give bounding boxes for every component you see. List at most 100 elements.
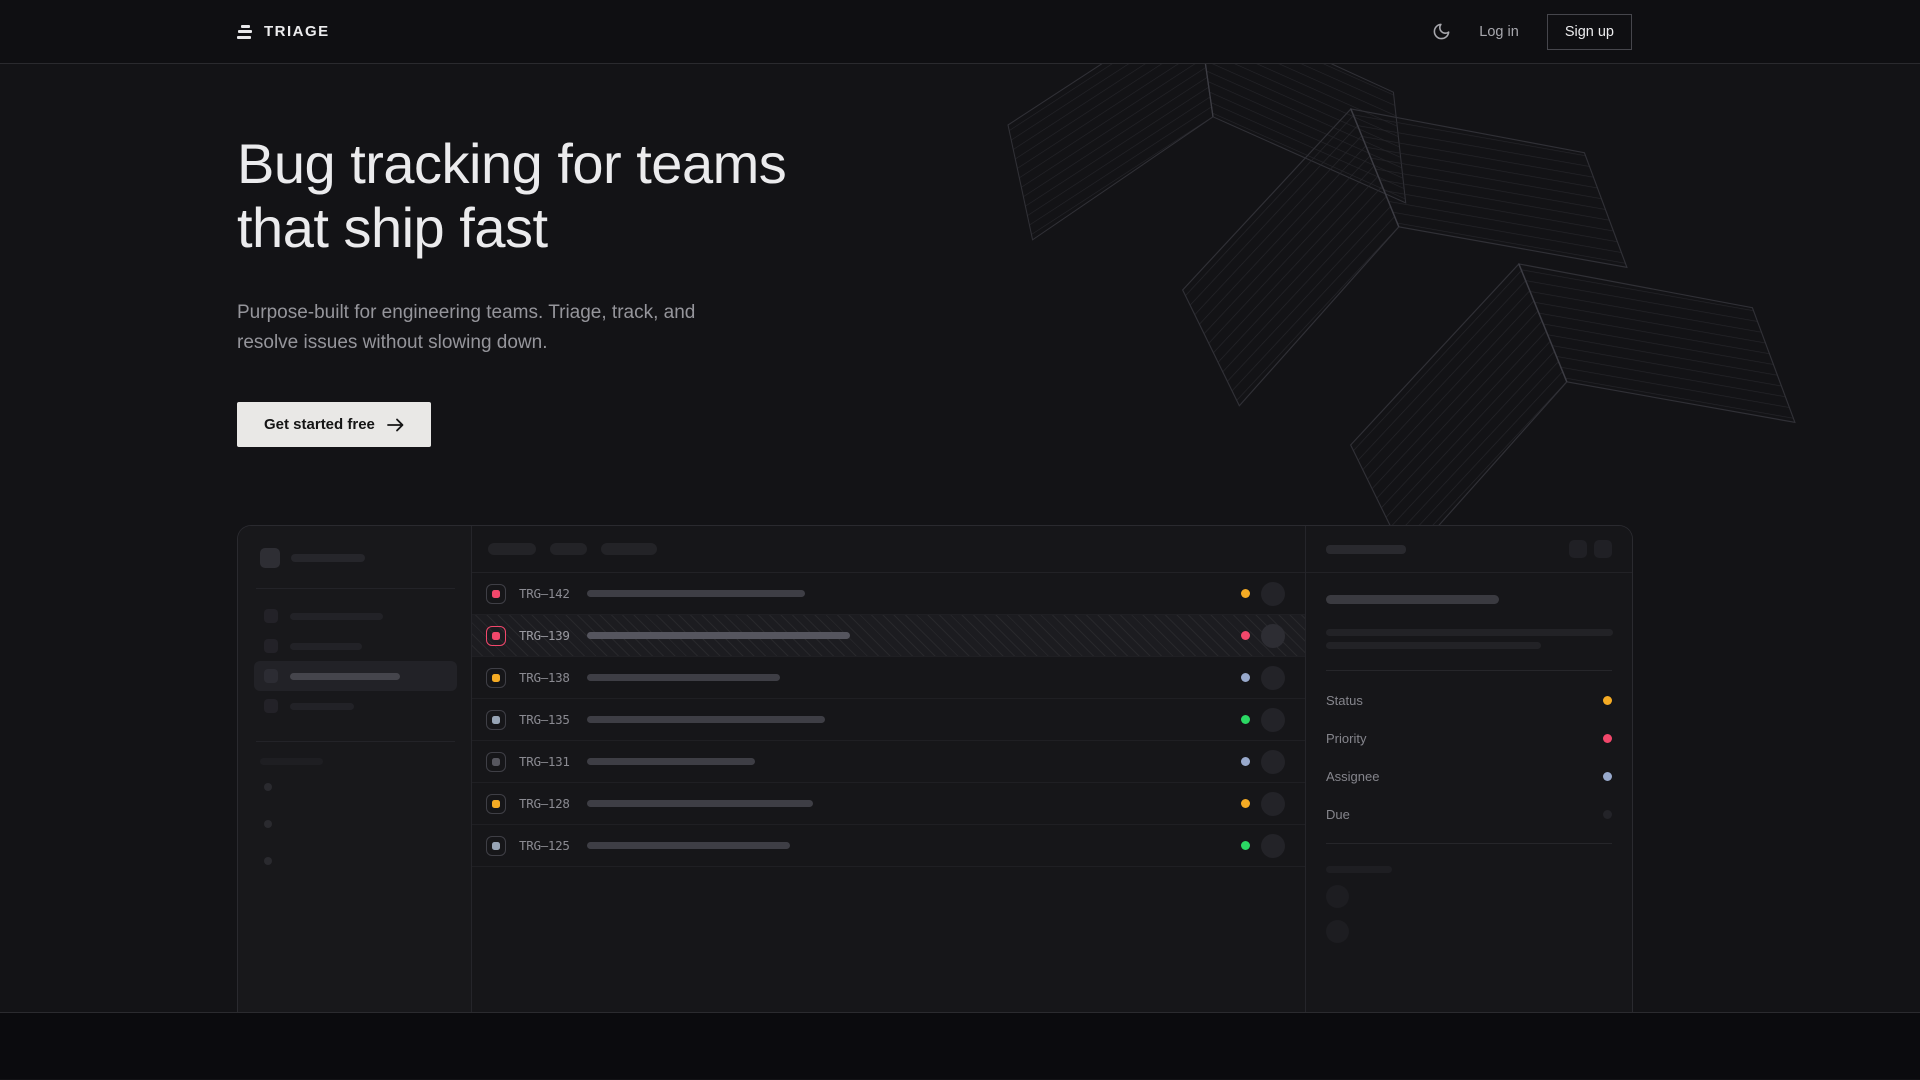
assignee-avatar-placeholder: [1261, 581, 1285, 606]
assignee-avatar-placeholder: [1261, 623, 1285, 648]
footer-band: [0, 1013, 1920, 1079]
mockup-sidebar-item: [254, 691, 457, 721]
issue-status-dot: [1241, 799, 1250, 808]
issue-type-icon-fill: [492, 631, 500, 640]
skeleton-bar: [290, 642, 362, 650]
divider: [256, 741, 455, 742]
issue-type-icon-fill: [492, 799, 500, 808]
get-started-button[interactable]: Get started free: [237, 402, 431, 447]
issue-row: TRG–139: [472, 615, 1305, 657]
hero-section: Bug tracking for teams that ship fast Pu…: [0, 64, 1920, 1013]
hero-heading: Bug tracking for teams that ship fast: [237, 132, 1920, 260]
hero-subheading: Purpose-built for engineering teams. Tri…: [237, 298, 1920, 358]
assignee-avatar-placeholder: [1261, 833, 1285, 858]
issue-status-dot: [1241, 841, 1250, 850]
mockup-issue-list: TRG–142 TRG–139 TRG–138 TRG–135: [472, 526, 1305, 1012]
issue-id: TRG–128: [519, 796, 570, 811]
workspace-avatar-placeholder: [260, 548, 280, 568]
issue-type-icon-fill: [492, 589, 500, 598]
issue-type-icon: [486, 793, 506, 814]
detail-field-row: Priority: [1326, 719, 1612, 757]
sidebar-dot-placeholder: [264, 820, 272, 828]
issue-type-icon-fill: [492, 715, 500, 724]
issue-title-placeholder: [1326, 595, 1499, 604]
detail-action-button-placeholder: [1594, 540, 1612, 558]
arrow-right-icon: [386, 418, 404, 431]
detail-field-label: Assignee: [1326, 768, 1380, 784]
issue-row: TRG–135: [472, 699, 1305, 741]
detail-fields: Status Priority Assignee Due: [1326, 681, 1612, 833]
assignee-avatar-placeholder: [1261, 791, 1285, 816]
hero-subheading-line-2: resolve issues without slowing down.: [237, 332, 548, 353]
brand: TRIAGE: [237, 23, 330, 40]
divider: [1326, 843, 1612, 844]
issue-type-icon: [486, 667, 506, 688]
divider: [1326, 670, 1612, 671]
sidebar-item-icon-placeholder: [264, 609, 278, 623]
mockup-workspace-row: [254, 548, 457, 568]
sidebar-dot-placeholder: [264, 857, 272, 865]
issue-status-dot: [1241, 757, 1250, 766]
issue-status-dot: [1241, 715, 1250, 724]
activity-label-placeholder: [1326, 866, 1392, 873]
issue-type-icon-fill: [492, 673, 500, 682]
issue-id: TRG–131: [519, 754, 570, 769]
detail-panel-header: [1306, 526, 1632, 573]
log-in-link[interactable]: Log in: [1479, 23, 1519, 40]
issue-id: TRG–138: [519, 670, 570, 685]
assignee-avatar-placeholder: [1261, 749, 1285, 774]
issue-id: TRG–135: [519, 712, 570, 727]
issue-type-icon: [486, 709, 506, 730]
issue-status-dot: [1241, 673, 1250, 682]
description-line-placeholder: [1326, 642, 1541, 649]
mockup-sidebar: [238, 526, 472, 1012]
issue-title-placeholder: [587, 758, 755, 765]
filter-pill-placeholder: [601, 543, 657, 555]
detail-field-label: Priority: [1326, 730, 1367, 746]
issue-row: TRG–142: [472, 573, 1305, 615]
theme-toggle-button[interactable]: [1432, 22, 1451, 41]
issue-type-icon: [486, 583, 506, 604]
hero-heading-line-1: Bug tracking for teams: [237, 132, 787, 195]
mockup-sidebar-item: [254, 601, 457, 631]
detail-field-label: Due: [1326, 806, 1350, 822]
issue-title-placeholder: [587, 674, 780, 681]
assignee-avatar-placeholder: [1261, 665, 1285, 690]
issue-id: TRG–142: [519, 586, 570, 601]
detail-field-label: Status: [1326, 692, 1363, 708]
issue-type-icon-fill: [492, 841, 500, 850]
activity-avatar-placeholder: [1326, 920, 1349, 943]
issue-list-header: [472, 526, 1305, 573]
issue-id: TRG–139: [519, 628, 570, 643]
issue-type-icon-fill: [492, 757, 500, 766]
triage-logo-icon: [237, 24, 253, 39]
filter-pill-placeholder: [550, 543, 587, 555]
issue-row: TRG–125: [472, 825, 1305, 867]
activity-avatar-placeholder: [1326, 885, 1349, 908]
issue-row: TRG–128: [472, 783, 1305, 825]
sidebar-section-label-placeholder: [260, 758, 323, 765]
issue-list-rows: TRG–142 TRG–139 TRG–138 TRG–135: [472, 573, 1305, 867]
top-nav: TRIAGE Log in Sign up: [0, 0, 1920, 64]
issue-title-placeholder: [587, 800, 813, 807]
get-started-label: Get started free: [264, 416, 375, 433]
detail-field-dot: [1603, 733, 1612, 743]
sidebar-item-icon-placeholder: [264, 639, 278, 653]
sign-up-button[interactable]: Sign up: [1546, 13, 1632, 50]
sidebar-item-icon-placeholder: [264, 699, 278, 713]
issue-title-placeholder: [587, 590, 805, 597]
mockup-sidebar-item: [254, 631, 457, 661]
sidebar-dot-placeholder: [264, 783, 272, 791]
hero-subheading-line-1: Purpose-built for engineering teams. Tri…: [237, 302, 696, 323]
detail-field-row: Status: [1326, 681, 1612, 719]
issue-type-icon: [486, 835, 506, 856]
moon-icon: [1433, 23, 1450, 40]
issue-title-placeholder: [587, 632, 850, 639]
issue-status-dot: [1241, 589, 1250, 598]
detail-field-dot: [1603, 771, 1612, 781]
detail-field-dot: [1603, 809, 1612, 819]
divider: [256, 588, 455, 589]
mockup-detail-panel: Status Priority Assignee Due: [1305, 526, 1632, 1012]
description-line-placeholder: [1326, 629, 1613, 636]
issue-title-placeholder: [587, 842, 790, 849]
